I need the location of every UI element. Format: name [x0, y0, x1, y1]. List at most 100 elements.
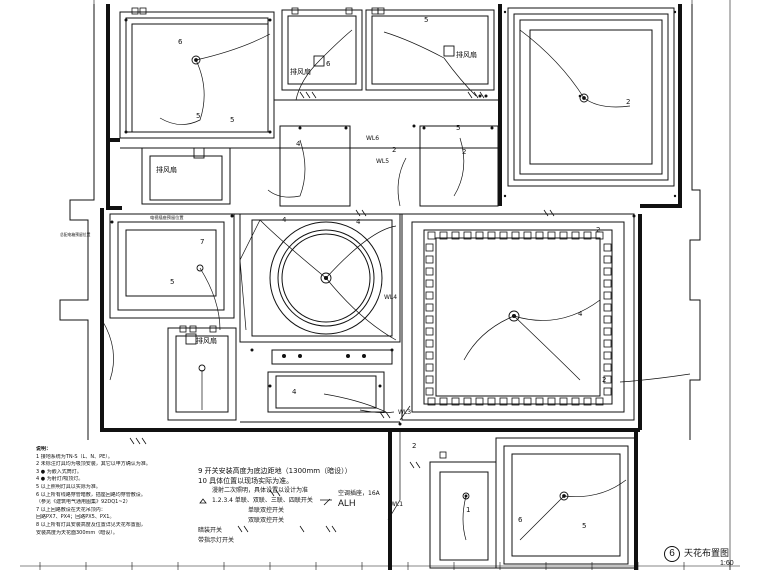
legend-item: 漫射二次照明，具体设置以设计为准 [212, 487, 309, 494]
circuit-number: 6 [518, 516, 523, 524]
coffer-square [425, 363, 434, 372]
coffer-square [603, 315, 612, 324]
circuit-number: 2 [412, 442, 416, 450]
coffer-square [463, 231, 472, 240]
note-item: 9 开关安装高度为底边距地（1300mm（暗设）） [198, 467, 352, 475]
coffer-square [425, 315, 434, 324]
coffer-square [463, 397, 472, 406]
light-fixture [191, 55, 201, 65]
note-item: 4 ● 为射灯/吸顶灯。 [36, 476, 84, 483]
circuit-number: 2 [392, 146, 396, 154]
coffer-square [571, 397, 580, 406]
circuit-number: 2 [462, 148, 466, 156]
room-labels: 排风扇 排风扇 排风扇 排风扇 电视插座预留位置 总配电箱预留位置 WL6 WL… [60, 50, 477, 508]
coffer-square [425, 279, 434, 288]
light-fixture [320, 272, 332, 284]
coffer-square [425, 291, 434, 300]
ac-socket-legend: 空调插座，16A [338, 490, 380, 497]
coffer-square [603, 243, 612, 252]
coffer-square [603, 387, 612, 396]
coffer-square [425, 387, 434, 396]
wiring-circuits [101, 29, 691, 541]
legend-item: 带指示灯开关 [198, 537, 235, 544]
coffer-square [535, 231, 544, 240]
coffer-square [511, 231, 520, 240]
circuit-number: 2 [596, 226, 600, 234]
circuit-label: WL6 [366, 135, 379, 142]
coffer-square [425, 327, 434, 336]
circuit-number: 4 [292, 388, 297, 396]
coffer-square [475, 397, 484, 406]
circuit-number: 5 [170, 278, 174, 286]
switch-markers [129, 91, 555, 469]
circuit-label: WL1 [390, 501, 403, 508]
coffer-square [603, 375, 612, 384]
exhaust-fan-label: 排风扇 [156, 165, 177, 174]
coffer-square [603, 267, 612, 276]
coffer-square [511, 397, 520, 406]
legend-block: 9 开关安装高度为底边距地（1300mm（暗设）） 10 具体位置以现场实际为准… [198, 466, 394, 546]
coffer-square [425, 255, 434, 264]
coffer-square [559, 231, 568, 240]
coffer-square [603, 279, 612, 288]
drawing-number: 6 [664, 546, 680, 562]
note-item: 6 以上所有线路穿管暗敷，插座回路均穿管敷设。 [36, 491, 146, 498]
coffer-square [499, 231, 508, 240]
room-outlines [59, 4, 701, 569]
light-fixture [579, 93, 589, 103]
coffer-square [425, 267, 434, 276]
coffer-square [427, 231, 436, 240]
note-item: 回路PX7、PX4；回路PX5、PX1。 [36, 514, 115, 521]
circuit-number: 7 [200, 238, 204, 246]
ceiling-lights [191, 55, 589, 501]
coffer-square [547, 397, 556, 406]
coffer-square [547, 231, 556, 240]
light-fixture [462, 492, 470, 500]
legend-item: 暗装开关 [198, 527, 223, 534]
coffer-square [603, 255, 612, 264]
drawing-scale: 1:60 [720, 560, 734, 567]
coffer-square [603, 303, 612, 312]
light-fixture [559, 491, 569, 501]
note-item: （参见《建筑电气通用图集》92DQ1~2） [36, 499, 131, 506]
coffer-square [425, 339, 434, 348]
circuit-label: WL4 [384, 294, 397, 301]
legend-item: 1.2.3.4 单联、双联、三联、四联开关 [212, 497, 313, 504]
coffer-square [427, 397, 436, 406]
coffer-square [425, 351, 434, 360]
notes-heading: 说明： [36, 446, 52, 452]
notes-block: 说明： 1 接地系统为TN-S（L、N、PE）。 2 未标注灯具均为吸顶安装，其… [36, 446, 196, 537]
coffer-pattern [425, 231, 612, 406]
note-item: 10 具体位置以现场实际为准。 [198, 477, 294, 485]
legend-item: 单联双控开关 [248, 507, 285, 514]
coffer-square [439, 231, 448, 240]
circuit-number: 5 [456, 124, 460, 132]
light-fixture [508, 310, 520, 322]
circuit-number: 6 [326, 60, 331, 68]
coffer-square [487, 397, 496, 406]
coffer-square [451, 231, 460, 240]
coffer-square [603, 363, 612, 372]
circuit-number: 2 [626, 98, 630, 106]
circuit-label: WL3 [398, 409, 411, 416]
coffer-square [595, 231, 604, 240]
circuit-number: 1 [466, 506, 470, 514]
circuit-number: 5 [230, 116, 234, 124]
coffer-square [451, 397, 460, 406]
note-item: 3 ● 为嵌入式筒灯。 [36, 468, 82, 475]
legend-item: 双联双控开关 [248, 517, 285, 524]
side-note: 总配电箱预留位置 [60, 232, 91, 237]
coffer-square [603, 291, 612, 300]
panel-note: 电视插座预留位置 [150, 214, 184, 221]
light-fixture [198, 364, 206, 372]
coffer-square [603, 339, 612, 348]
coffer-square [425, 375, 434, 384]
downlights [110, 18, 636, 426]
circuit-number: 5 [582, 522, 586, 530]
decorative-frame-dots [503, 10, 677, 198]
coffer-square [571, 231, 580, 240]
circuit-label: WL5 [376, 158, 389, 165]
note-item: 安装高度为天花面300mm（暗设）。 [36, 529, 118, 536]
exhaust-fan-label: 排风扇 [456, 50, 477, 59]
